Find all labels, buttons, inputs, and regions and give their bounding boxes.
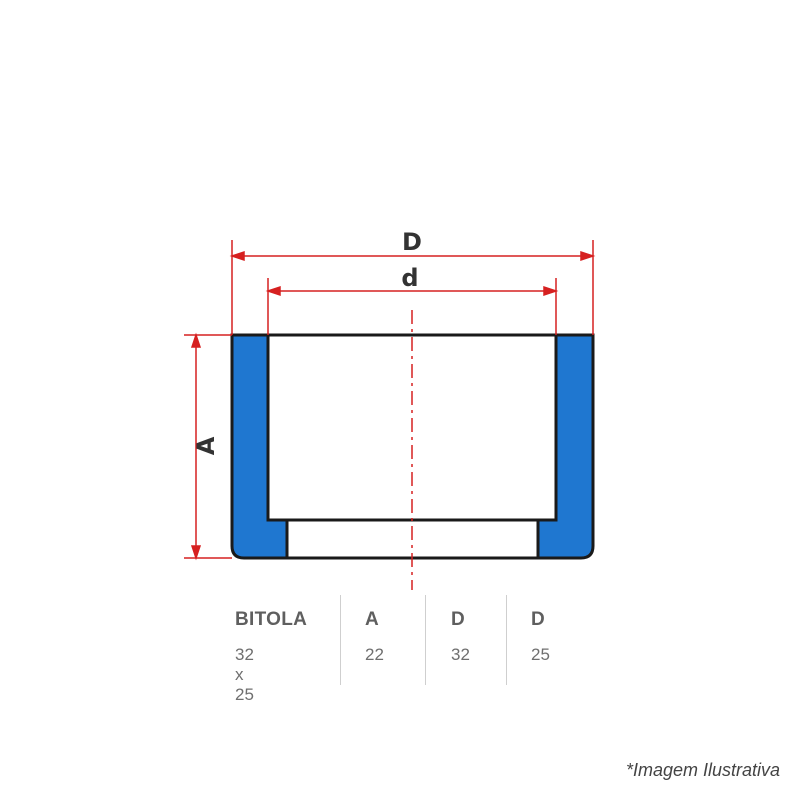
value-bitola: 32 x 25	[235, 645, 254, 704]
value-a: 22	[365, 645, 384, 664]
illustrative-image-note: *Imagem Ilustrativa	[625, 760, 780, 780]
outer-diameter-dimension	[229, 240, 596, 335]
header-d-inner: D	[531, 609, 546, 630]
height-dimension	[184, 332, 232, 561]
outer-diameter-label: D	[402, 228, 422, 256]
column-divider	[506, 595, 507, 685]
fitting-cross-section-diagram: D d A	[184, 228, 596, 590]
value-d-inner: 25	[531, 645, 550, 664]
header-a: A	[365, 609, 380, 630]
header-bitola: BITOLA	[235, 609, 308, 630]
column-divider	[340, 595, 341, 685]
inner-diameter-dimension	[265, 278, 559, 335]
value-d-outer: 32	[451, 645, 470, 664]
inner-diameter-label: d	[401, 264, 418, 292]
column-divider	[425, 595, 426, 685]
height-label: A	[192, 436, 220, 455]
header-d-outer: D	[451, 609, 466, 630]
